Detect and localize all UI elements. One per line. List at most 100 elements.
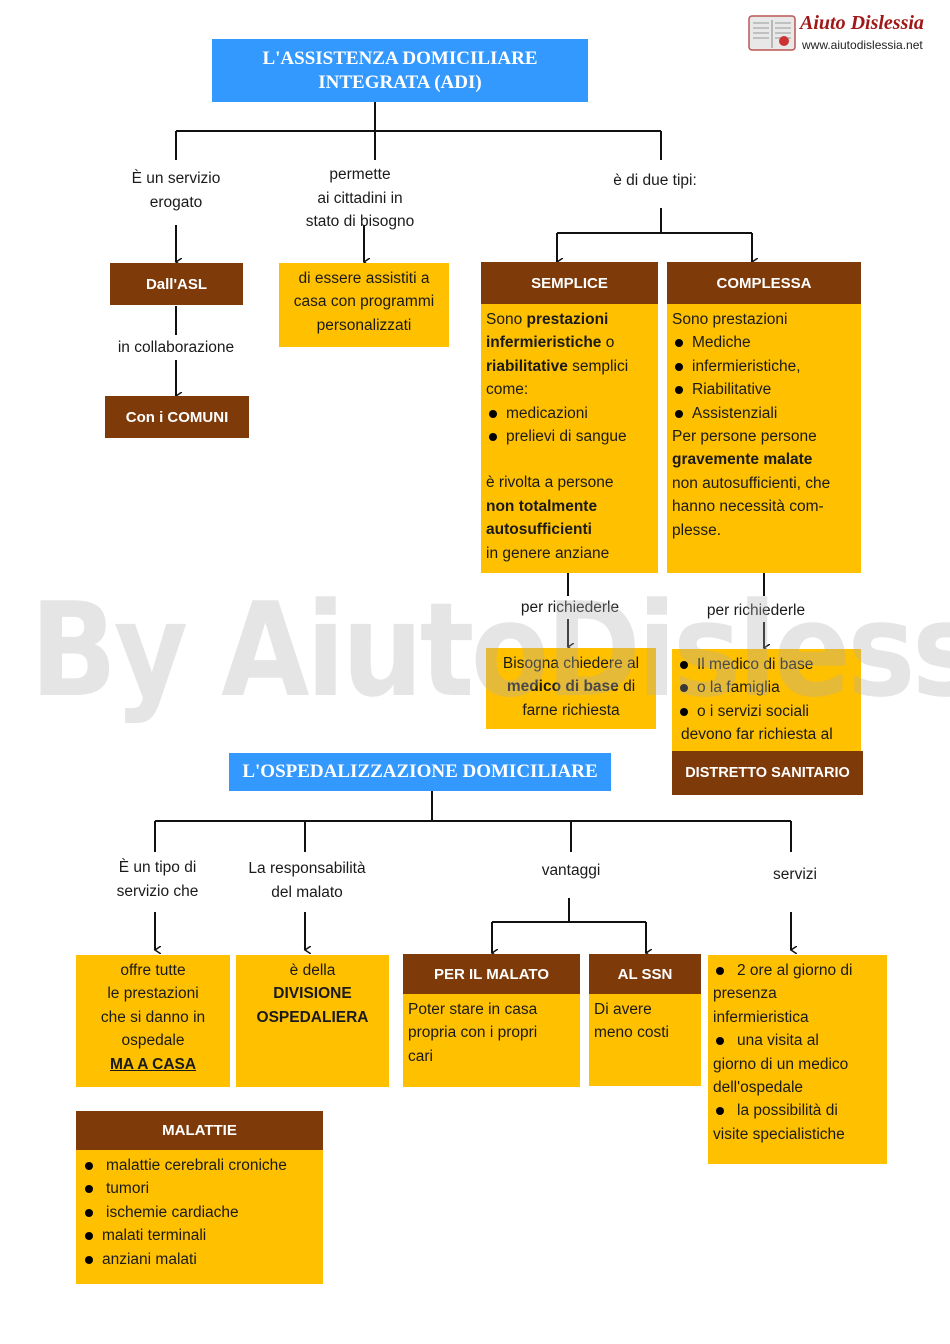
box-line: farne richiesta bbox=[522, 701, 620, 719]
bold-text: medico di base bbox=[506, 678, 619, 696]
box-line: Bisogna chiedere al bbox=[502, 655, 640, 672]
bold-text: autosufficienti bbox=[486, 521, 592, 539]
box-line: medico di base di bbox=[491, 675, 651, 698]
od-branch-vantaggi-label: vantaggi bbox=[541, 862, 601, 879]
bullet-item: una visita al bbox=[713, 1029, 882, 1052]
label-line: erogato bbox=[149, 193, 203, 211]
box-line: Di avere bbox=[594, 1001, 652, 1018]
bullet-item: Mediche bbox=[672, 331, 856, 354]
box-line: di essere assistiti a bbox=[298, 270, 430, 287]
box-line: Poter stare in casa bbox=[408, 1001, 538, 1018]
box-line: le prestazioni bbox=[107, 985, 199, 1003]
box-line: è rivolta a persone bbox=[486, 474, 614, 492]
semplice-box: Sono prestazioni infermieristiche o riab… bbox=[481, 304, 658, 573]
label-line: stato di bisogno bbox=[305, 213, 415, 230]
box-line: giorno di un medico bbox=[713, 1055, 849, 1073]
od-divisione-box: è della DIVISIONE OSPEDALIERA bbox=[236, 955, 389, 1087]
semplice-req-label: per richiederle bbox=[520, 599, 620, 616]
branch-erogato-label: È un servizio erogato bbox=[96, 167, 256, 214]
assistiti-box: di essere assistiti a casa con programmi… bbox=[279, 263, 449, 347]
box-line: in genere anziane bbox=[486, 544, 610, 562]
box-line: è della bbox=[289, 962, 336, 979]
label-line: permette bbox=[329, 166, 391, 183]
bold-text: OSPEDALIERA bbox=[256, 1008, 369, 1026]
bold-text: gravemente malate bbox=[672, 451, 813, 469]
underlined-text: MA A CASA bbox=[109, 1055, 197, 1073]
complessa-box: Sono prestazioni Mediche infermieristich… bbox=[667, 304, 861, 573]
text: Sono bbox=[486, 311, 527, 328]
bullet-item: Il medico di base bbox=[677, 653, 856, 676]
box-line: DIVISIONE bbox=[241, 982, 384, 1005]
box-line: Sono prestazioni bbox=[672, 311, 788, 328]
label-line: È un tipo di bbox=[118, 859, 197, 876]
text: semplici bbox=[567, 357, 629, 375]
malattie-header: MALATTIE bbox=[76, 1111, 323, 1150]
box-line: Sono prestazioni bbox=[486, 308, 653, 331]
box-line: propria con i propri bbox=[408, 1024, 538, 1042]
box-line: cari bbox=[408, 1047, 433, 1065]
ssn-box: Di avere meno costi bbox=[589, 994, 701, 1086]
od-branch-servizi-label: servizi bbox=[773, 866, 817, 883]
malattie-box: malattie cerebrali croniche tumori ische… bbox=[76, 1150, 323, 1284]
bullet-item: tumori bbox=[82, 1177, 318, 1200]
od-title: L'OSPEDALIZZAZIONE DOMICILIARE bbox=[229, 753, 611, 791]
bullet-item: o i servizi sociali bbox=[677, 700, 856, 723]
collab-label: in collaborazione bbox=[117, 339, 235, 356]
bullet-item: malati terminali bbox=[82, 1224, 318, 1247]
box-line: plesse. bbox=[672, 521, 722, 539]
box-line: autosufficienti bbox=[486, 518, 653, 541]
bullet-item: Assistenziali bbox=[672, 402, 856, 425]
bold-text: prestazioni bbox=[526, 311, 609, 328]
box-line: personalizzati bbox=[316, 316, 412, 334]
box-line: ospedale bbox=[121, 1032, 185, 1050]
box-line: casa con programmi bbox=[293, 293, 435, 311]
bullet-item: malattie cerebrali croniche bbox=[82, 1154, 318, 1177]
semplice-header: SEMPLICE bbox=[481, 262, 658, 304]
distretto-box: DISTRETTO SANITARIO bbox=[672, 751, 863, 795]
site-logo[interactable]: Aiuto Dislessia www.aiutodislessia.net bbox=[748, 10, 936, 56]
branch-tipi-label: è di due tipi: bbox=[613, 172, 697, 189]
adi-title: L'ASSISTENZA DOMICILIARE INTEGRATA (ADI) bbox=[212, 39, 588, 102]
servizi-box: 2 ore al giorno di presenza infermierist… bbox=[708, 955, 887, 1164]
box-line: che si danno in bbox=[100, 1008, 206, 1026]
text: o bbox=[601, 334, 615, 352]
bullet-item: o la famiglia bbox=[677, 676, 856, 699]
box-line: come: bbox=[486, 381, 529, 399]
box-line: Per persone persone bbox=[672, 428, 817, 446]
box-line: gravemente malate bbox=[672, 448, 856, 471]
box-line: hanno necessità com- bbox=[672, 498, 824, 516]
bold-text: DIVISIONE bbox=[273, 985, 352, 1003]
label-line: ai cittadini in bbox=[317, 189, 403, 207]
od-offre-box: offre tutte le prestazioni che si danno … bbox=[76, 955, 230, 1087]
box-line: offre tutte bbox=[120, 962, 186, 979]
complessa-req-label: per richiederle bbox=[706, 602, 806, 619]
adi-title-line2: INTEGRATA (ADI) bbox=[318, 71, 482, 93]
complessa-req-box: Il medico di base o la famiglia o i serv… bbox=[672, 649, 861, 751]
malato-header: PER IL MALATO bbox=[403, 954, 580, 994]
bullet-item: infermieristiche, bbox=[672, 355, 856, 378]
text: di bbox=[618, 678, 636, 696]
box-line: infermieristica bbox=[713, 1008, 809, 1026]
label-line: del malato bbox=[271, 883, 343, 901]
bold-text: infermieristiche bbox=[486, 334, 602, 352]
box-line: non totalmente bbox=[486, 495, 653, 518]
bullet-item: ischemie cardiache bbox=[82, 1201, 318, 1224]
box-line: visite specialistiche bbox=[713, 1125, 845, 1143]
bullet-item: Riabilitative bbox=[672, 378, 856, 401]
book-icon bbox=[748, 15, 796, 51]
bullet-item: anziani malati bbox=[82, 1248, 318, 1271]
bullet-item: 2 ore al giorno di bbox=[713, 959, 882, 982]
label-line: servizio che bbox=[116, 882, 199, 900]
box-line: dell'ospedale bbox=[713, 1079, 804, 1097]
box-line: riabilitative semplici bbox=[486, 355, 653, 378]
complessa-header: COMPLESSA bbox=[667, 262, 861, 304]
label-line: La responsabilità bbox=[248, 860, 366, 877]
malato-box: Poter stare in casa propria con i propri… bbox=[403, 994, 580, 1087]
od-branch-tipo-label: È un tipo di servizio che bbox=[80, 856, 235, 903]
box-line: devono far richiesta al bbox=[681, 726, 833, 744]
bullet-item: prelievi di sangue bbox=[486, 425, 653, 448]
box-line: infermieristiche o bbox=[486, 331, 653, 354]
adi-title-line1: L'ASSISTENZA DOMICILIARE bbox=[262, 47, 538, 69]
box-line: non autosufficienti, che bbox=[672, 474, 831, 492]
